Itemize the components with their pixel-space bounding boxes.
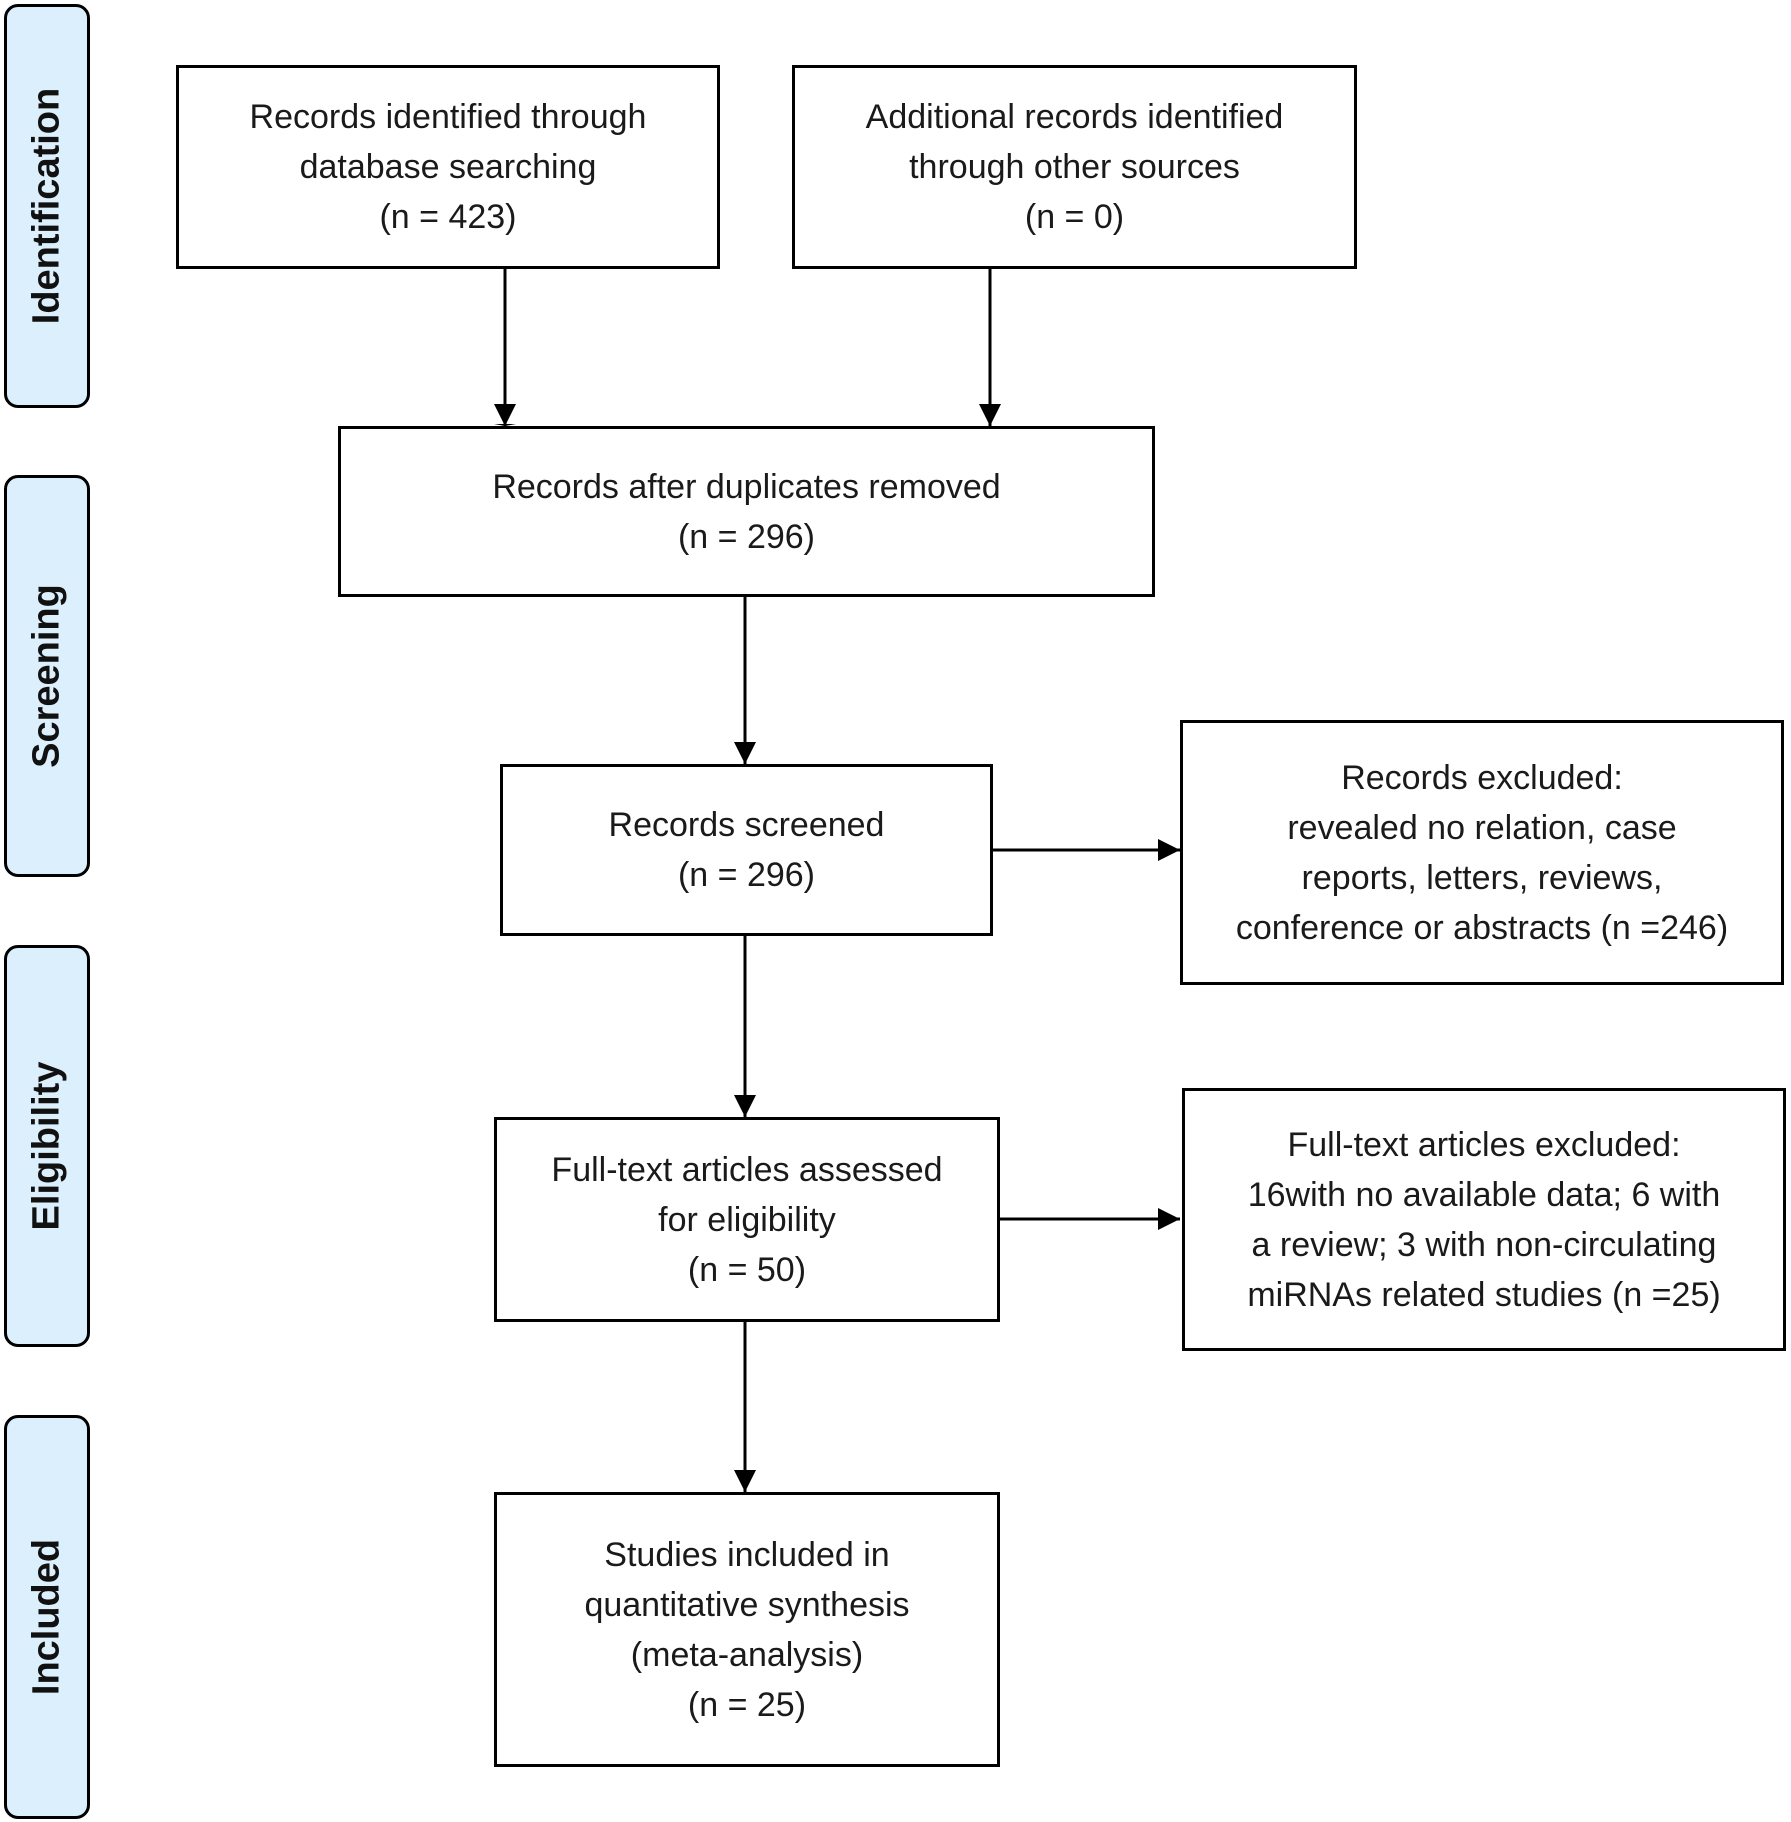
box-included-studies-text: Studies included in quantitative synthes…	[584, 1535, 910, 1724]
box-database-search-text: Records identified through database sear…	[249, 98, 647, 236]
box-database-search: Records identified through database sear…	[176, 65, 720, 269]
box-included-studies: Studies included in quantitative synthes…	[494, 1492, 1000, 1767]
box-records-excluded: Records excluded: revealed no relation, …	[1180, 720, 1784, 985]
box-records-screened-text: Records screened (n = 296)	[608, 806, 885, 894]
arrowhead-5	[734, 1095, 756, 1117]
arrowhead-2	[979, 404, 1001, 426]
box-records-excluded-text: Records excluded: revealed no relation, …	[1235, 758, 1729, 947]
phase-eligibility: Eligibility	[4, 945, 90, 1347]
box-other-sources-text: Additional records identified through ot…	[865, 98, 1284, 236]
arrowhead-1	[494, 404, 516, 426]
arrowhead-6	[1158, 1208, 1180, 1230]
box-records-screened: Records screened (n = 296)	[500, 764, 993, 936]
arrowhead-4	[1158, 839, 1180, 861]
phase-screening: Screening	[4, 475, 90, 877]
box-other-sources: Additional records identified through ot…	[792, 65, 1357, 269]
box-full-text-assessed-text: Full-text articles assessed for eligibil…	[551, 1150, 943, 1289]
phase-identification: Identification	[4, 4, 90, 408]
arrowhead-7	[734, 1470, 756, 1492]
box-after-duplicates-text: Records after duplicates removed (n = 29…	[492, 467, 1001, 556]
phase-included: Included	[4, 1415, 90, 1819]
box-full-text-excluded: Full-text articles excluded: 16with no a…	[1182, 1088, 1786, 1351]
box-full-text-excluded-text: Full-text articles excluded: 16with no a…	[1247, 1125, 1721, 1314]
box-after-duplicates: Records after duplicates removed (n = 29…	[338, 426, 1155, 597]
arrowhead-3	[734, 742, 756, 764]
box-full-text-assessed: Full-text articles assessed for eligibil…	[494, 1117, 1000, 1322]
